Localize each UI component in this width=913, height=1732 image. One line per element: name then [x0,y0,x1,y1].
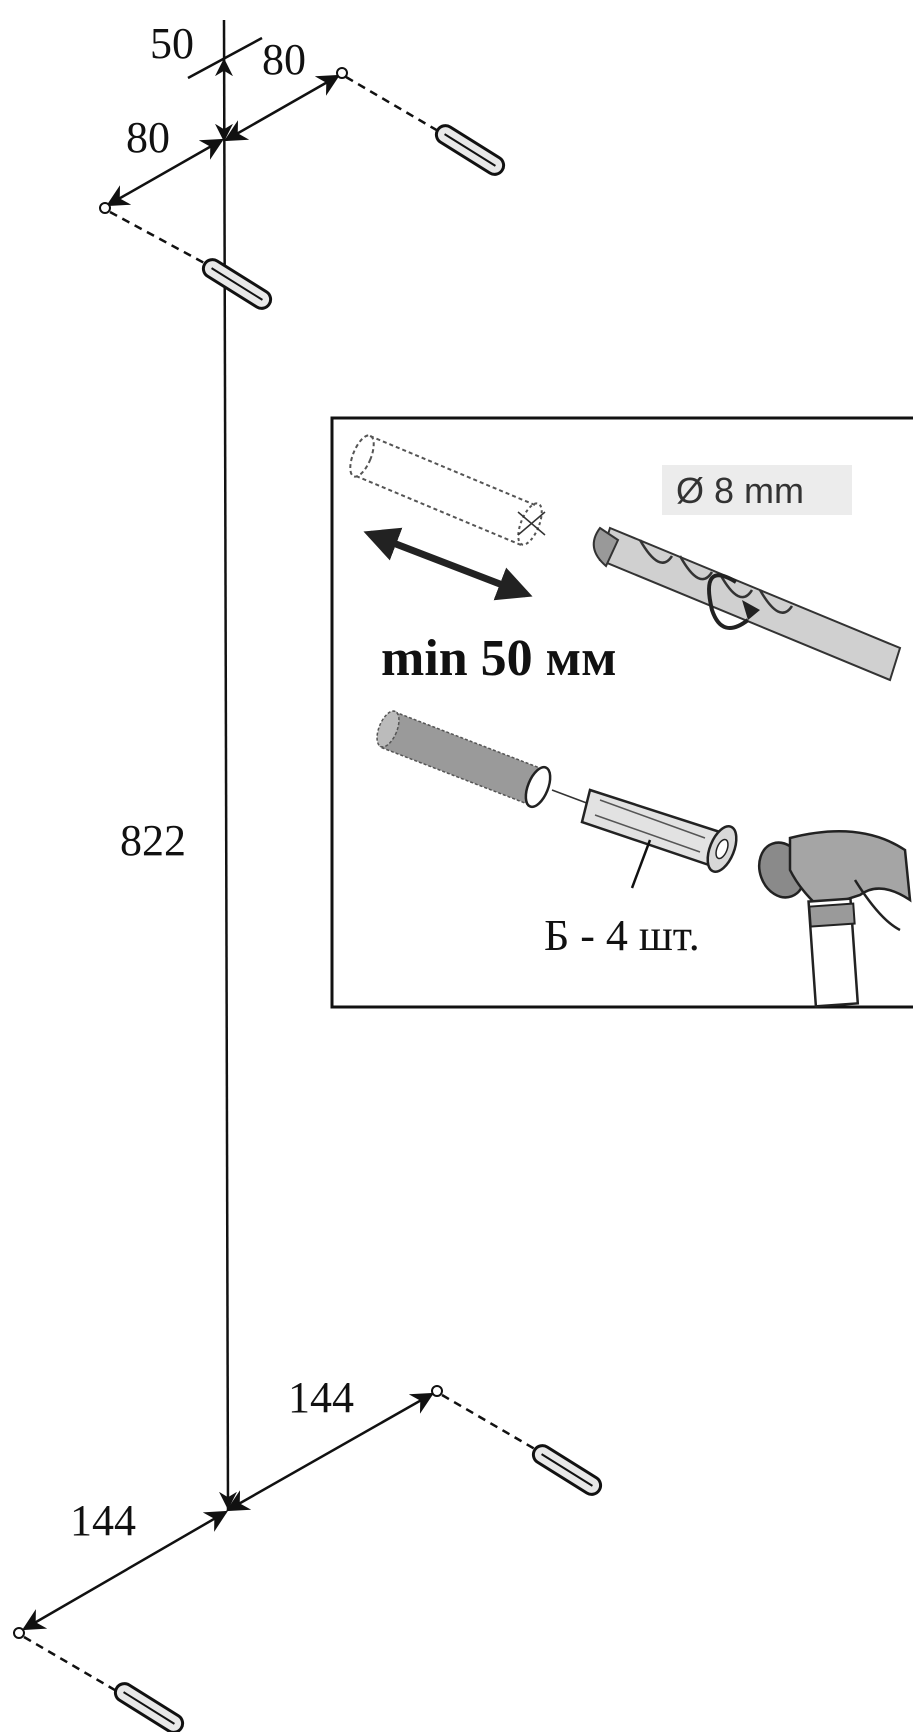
dowel-top-left [201,258,273,310]
drill-bit-icon [592,526,902,682]
top-right-dimension-line [224,74,340,142]
bottom-right-dimension-line [226,1392,434,1512]
dimension-label-top-left: 80 [126,113,170,162]
drilling-instruction-inset: Ø 8 mm min 50 мм Б - 4 шт. [330,416,913,1009]
dimension-label-top-right: 80 [262,35,306,84]
hole-bottom-right [431,1385,443,1397]
vertical-dimension-line [222,19,230,1511]
hole-top-right [336,67,348,79]
dowel-bottom-left [113,1682,185,1732]
dowel-count-label: Б - 4 шт. [544,911,700,960]
top-left-dimension-line [106,138,224,207]
dowel-bottom-right [531,1444,603,1496]
leader-bottom-left [23,1635,121,1695]
leader-top-left [109,210,209,267]
bottom-left-dimension-line [22,1510,228,1631]
drill-diameter-badge [662,465,852,515]
hammer-icon [757,830,912,1008]
dowel-top-right [434,124,506,176]
dimension-label-vertical: 822 [120,816,186,865]
wall-plug-hole-icon [376,710,593,809]
depth-arrow-icon [363,527,533,601]
dimension-label-bottom-left: 144 [70,1496,136,1545]
min-depth-label: min 50 мм [381,630,617,687]
top-offset-tick [187,36,263,80]
dimension-label-bottom-right: 144 [288,1373,354,1422]
dimension-label-top-offset: 50 [150,19,194,68]
dowel-count-leader [630,839,652,889]
hole-bottom-left [13,1627,25,1639]
hole-top-left [99,202,111,214]
leader-bottom-right [441,1393,541,1454]
drill-diameter-label: Ø 8 mm [676,470,804,511]
wall-plug-icon [580,788,738,873]
leader-top-right [345,75,446,137]
